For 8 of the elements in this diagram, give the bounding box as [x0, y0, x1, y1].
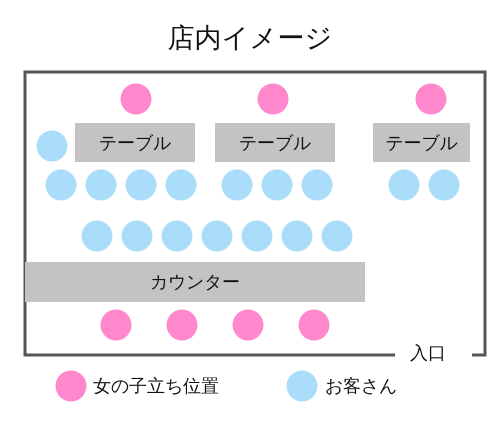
entrance-label: 入口 — [410, 342, 446, 365]
legend-label: 女の子立ち位置 — [93, 375, 219, 398]
table-box: テーブル — [373, 123, 470, 162]
title: 店内イメージ — [166, 22, 334, 56]
table-box: テーブル — [215, 123, 335, 162]
counter-box: カウンター — [25, 262, 365, 302]
table-box: テーブル — [75, 123, 195, 162]
legend-label: お客さん — [325, 375, 397, 398]
